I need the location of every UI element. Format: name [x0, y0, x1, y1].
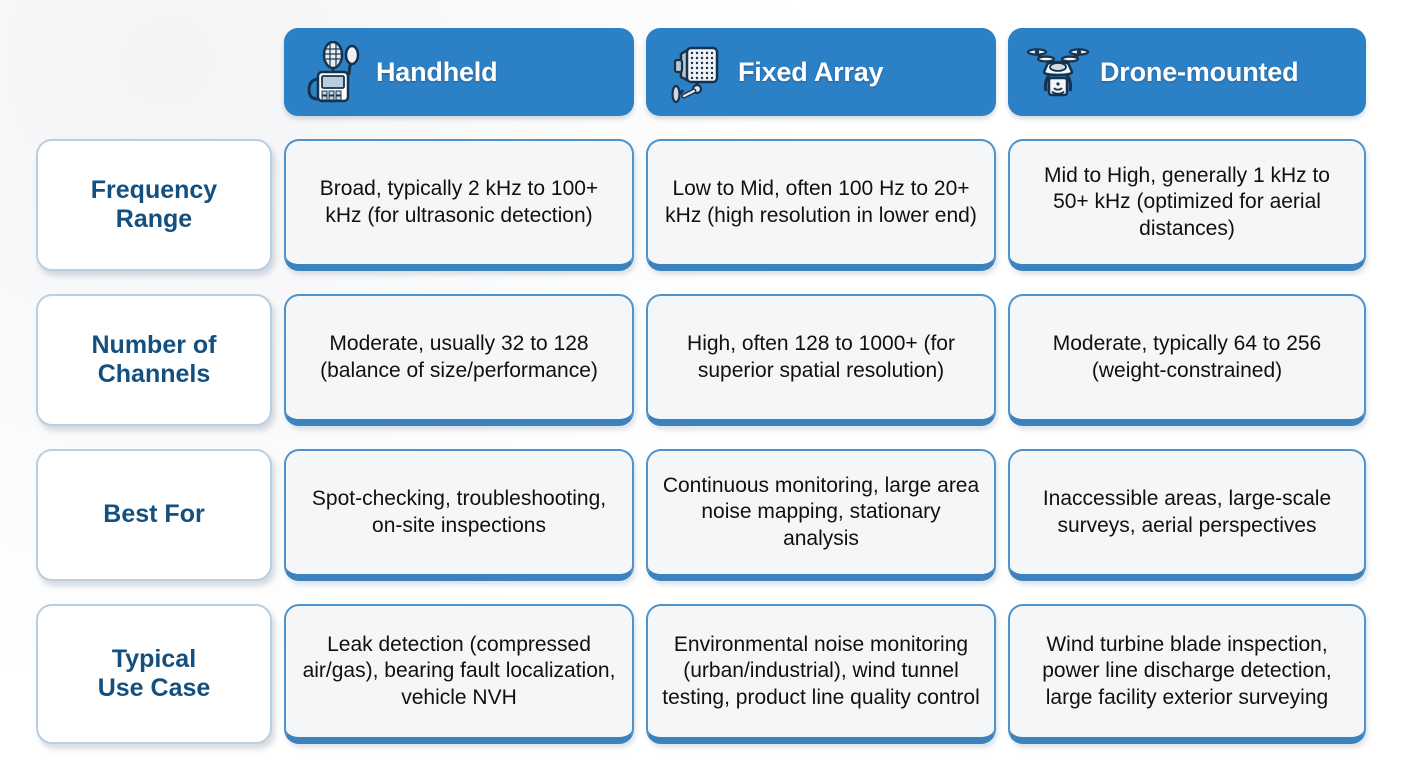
- drone-quadcopter-icon: [1026, 40, 1090, 104]
- cell-best-for-handheld: Spot-checking, troubleshooting, on-site …: [284, 449, 634, 581]
- row-label-best-for: Best For: [36, 449, 272, 581]
- comparison-grid: Handheld: [36, 28, 1372, 744]
- handheld-device-icon: [302, 40, 366, 104]
- cell-frequency-range-handheld: Broad, typically 2 kHz to 100+ kHz (for …: [284, 139, 634, 271]
- column-header-label: Drone-mounted: [1100, 56, 1299, 87]
- column-header-fixed-array[interactable]: Fixed Array: [646, 28, 996, 116]
- grid-corner-spacer: [36, 28, 272, 116]
- cell-text: Low to Mid, often 100 Hz to 20+ kHz (hig…: [665, 176, 977, 227]
- column-header-label: Handheld: [376, 56, 498, 87]
- fixed-array-panel-icon: [664, 40, 728, 104]
- cell-text: Moderate, typically 64 to 256 (weight-co…: [1052, 331, 1322, 382]
- column-header-drone-mounted[interactable]: Drone-mounted: [1008, 28, 1366, 116]
- cell-text: Moderate, usually 32 to 128 (balance of …: [320, 331, 598, 382]
- cell-text: Inaccessible areas, large-scale surveys,…: [1042, 486, 1332, 537]
- cell-best-for-fixed: Continuous monitoring, large area noise …: [646, 449, 996, 581]
- cell-typical-use-case-handheld: Leak detection (compressed air/gas), bea…: [284, 604, 634, 744]
- cell-frequency-range-fixed: Low to Mid, often 100 Hz to 20+ kHz (hig…: [646, 139, 996, 271]
- cell-text: Continuous monitoring, large area noise …: [662, 473, 980, 550]
- cell-text: Environmental noise monitoring (urban/in…: [662, 632, 980, 709]
- cell-typical-use-case-fixed: Environmental noise monitoring (urban/in…: [646, 604, 996, 744]
- cell-number-of-channels-drone: Moderate, typically 64 to 256 (weight-co…: [1008, 294, 1366, 426]
- cell-typical-use-case-drone: Wind turbine blade inspection, power lin…: [1008, 604, 1366, 744]
- cell-text: Broad, typically 2 kHz to 100+ kHz (for …: [319, 176, 599, 227]
- cell-text: High, often 128 to 1000+ (for superior s…: [687, 331, 955, 382]
- cell-text: Leak detection (compressed air/gas), bea…: [302, 632, 616, 709]
- column-header-handheld[interactable]: Handheld: [284, 28, 634, 116]
- cell-text: Spot-checking, troubleshooting, on-site …: [311, 486, 607, 537]
- cell-best-for-drone: Inaccessible areas, large-scale surveys,…: [1008, 449, 1366, 581]
- cell-text: Mid to High, generally 1 kHz to 50+ kHz …: [1044, 163, 1330, 240]
- cell-number-of-channels-handheld: Moderate, usually 32 to 128 (balance of …: [284, 294, 634, 426]
- cell-frequency-range-drone: Mid to High, generally 1 kHz to 50+ kHz …: [1008, 139, 1366, 271]
- cell-text: Wind turbine blade inspection, power lin…: [1042, 632, 1332, 709]
- row-label-text: Best For: [103, 500, 205, 529]
- cell-number-of-channels-fixed: High, often 128 to 1000+ (for superior s…: [646, 294, 996, 426]
- column-header-label: Fixed Array: [738, 56, 884, 87]
